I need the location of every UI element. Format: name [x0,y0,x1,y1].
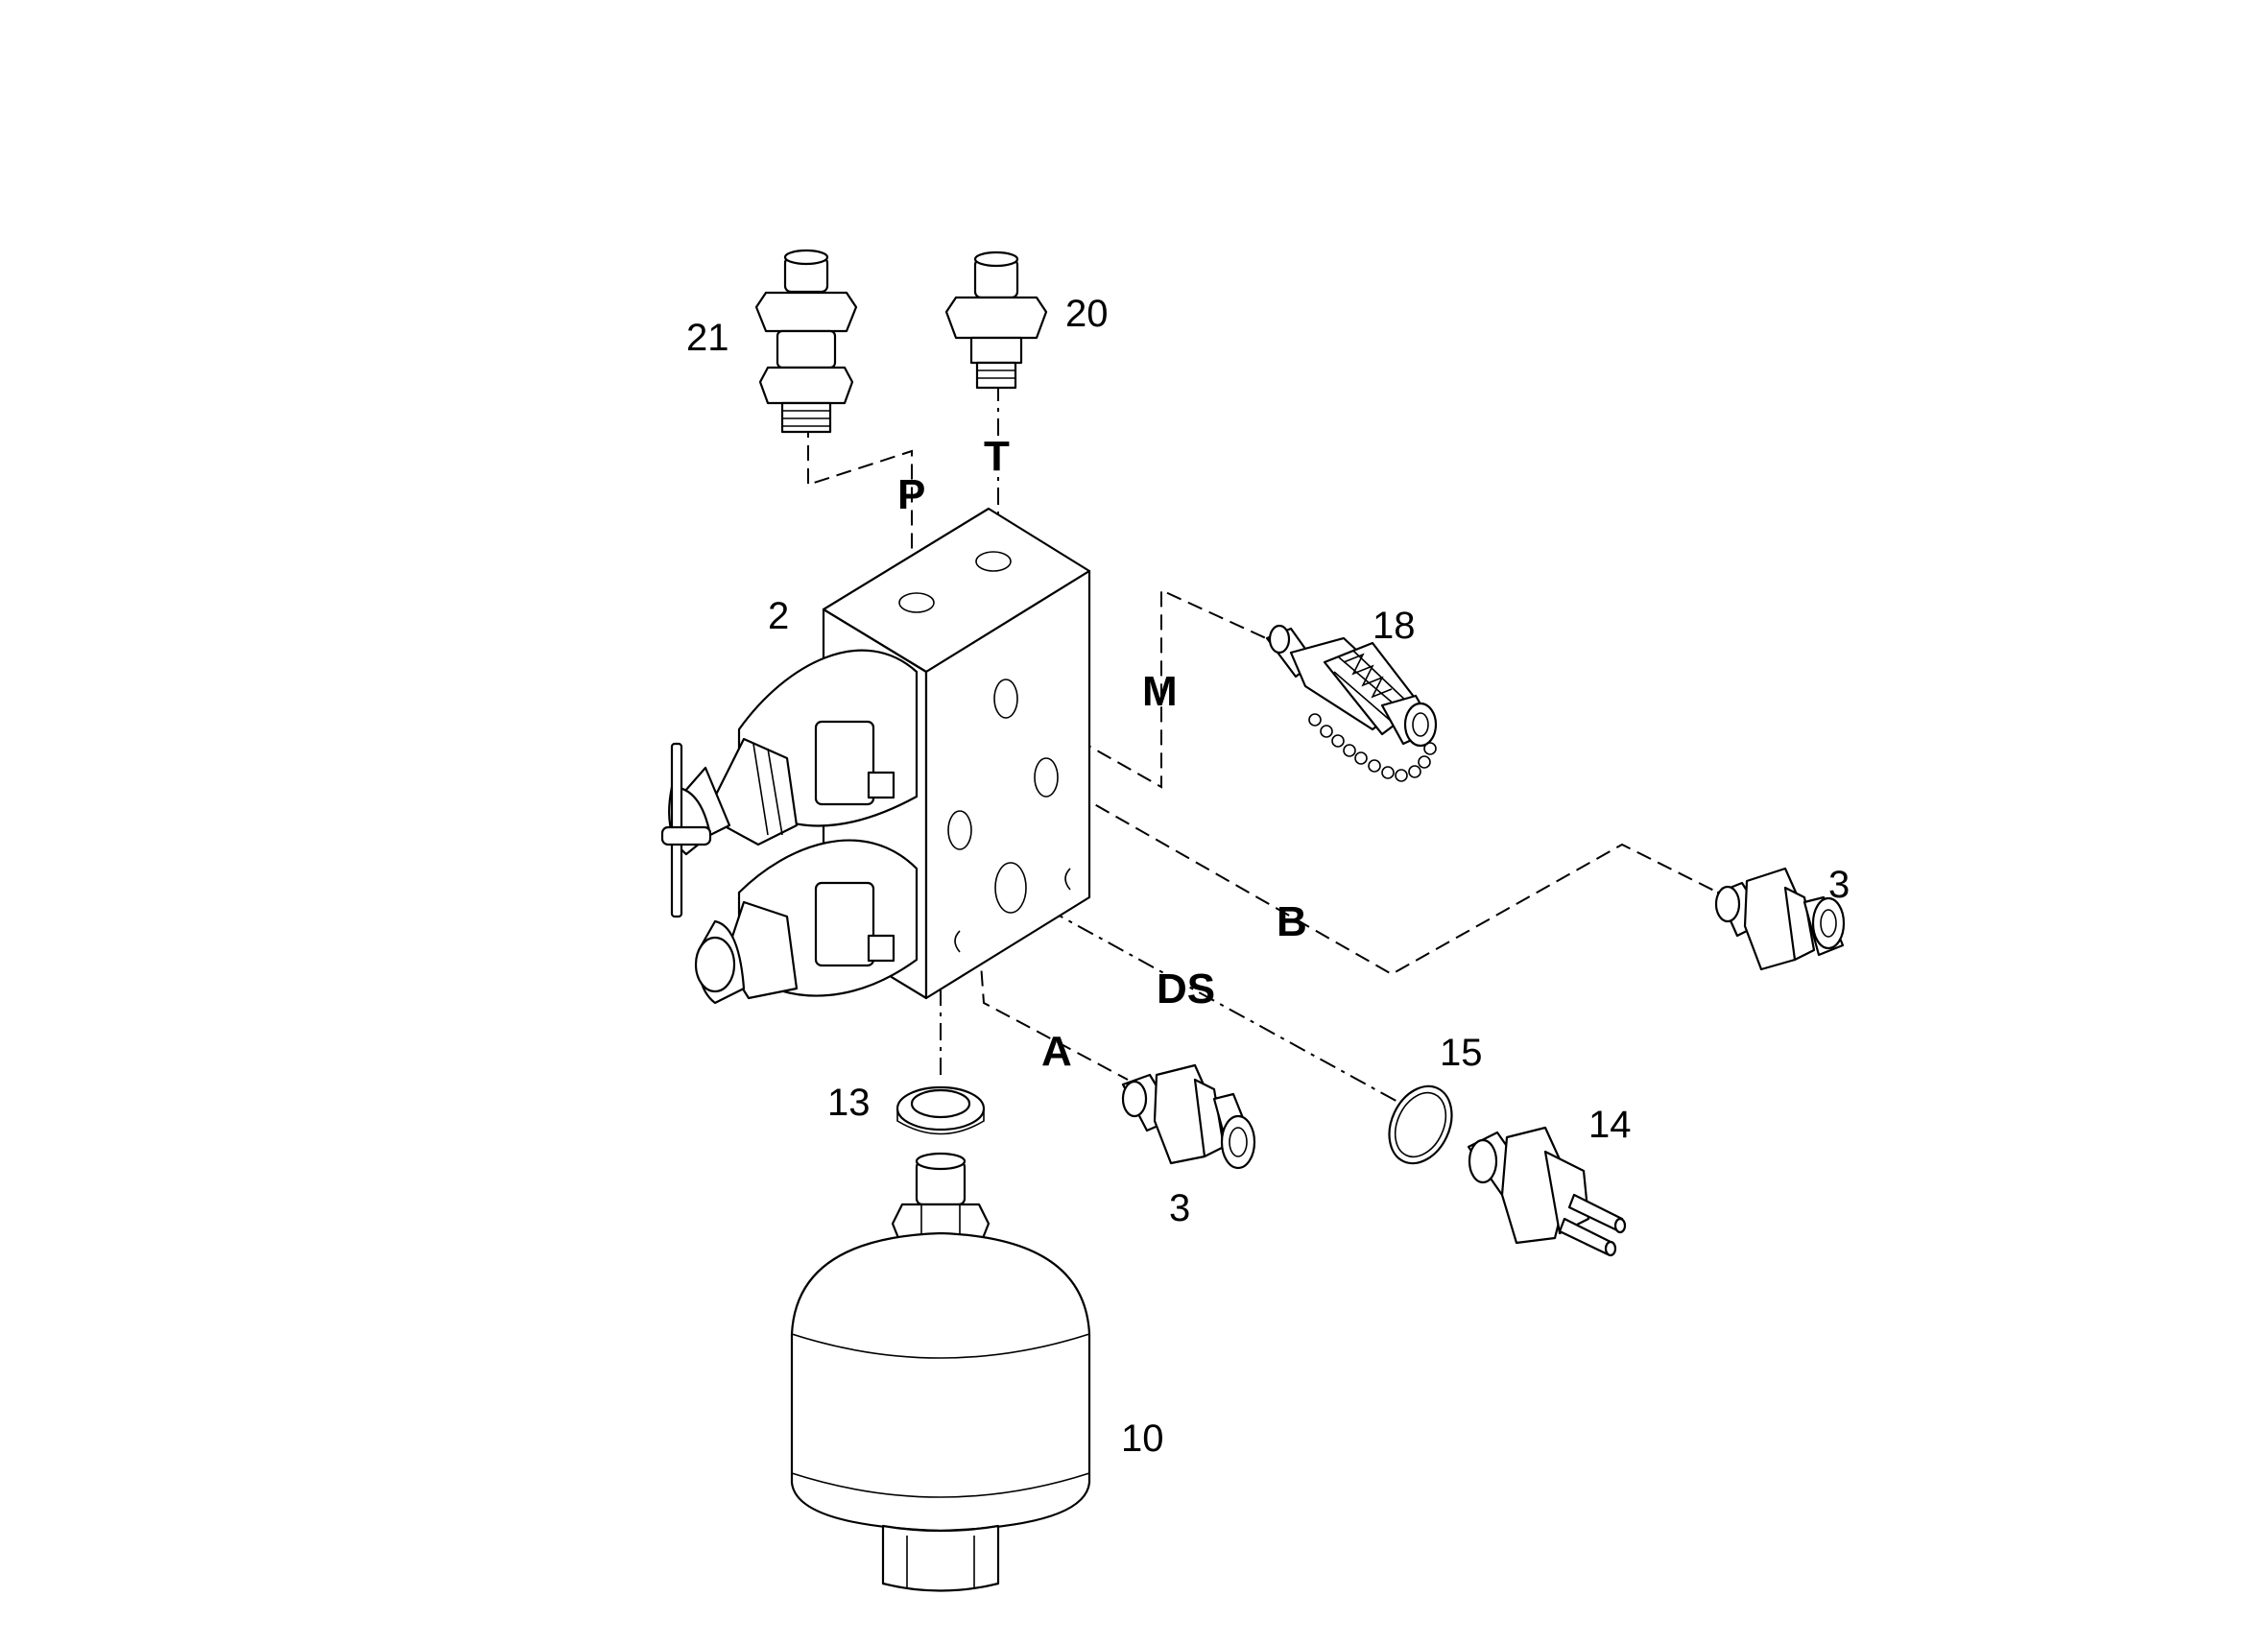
o-ring-15 [1388,1084,1453,1165]
fitting-3-lower [1121,1063,1256,1170]
leader-B-to-3 [1055,781,1729,976]
port-label-M: M [1142,668,1178,715]
callout-21: 21 [686,317,729,359]
port-label-T: T [984,433,1010,480]
callout-18: 18 [1373,605,1416,647]
leader-21-to-P [807,422,913,595]
port-label-P: P [897,471,925,518]
upper-solenoid [660,649,919,918]
callout-13: 13 [827,1082,871,1124]
leader-DS-to-15 [1016,892,1402,1105]
seal-ring-13 [895,1085,986,1135]
block-right-face [924,569,1091,1000]
callout-2: 2 [768,595,789,637]
lower-solenoid [694,839,919,1005]
accumulator-10 [790,1152,1091,1592]
fitting-21 [754,249,858,434]
quick-coupling-18 [1265,624,1438,782]
callout-3-lower: 3 [1169,1187,1190,1229]
fitting-20 [944,250,1048,390]
port-labels: P T M B DS A [897,433,1307,1075]
callout-10: 10 [1121,1418,1164,1460]
fitting-3-upper [1714,867,1846,971]
callout-numbers: 21 20 2 18 3 13 3 15 14 10 [686,293,1850,1460]
port-label-B: B [1277,898,1307,945]
pressure-switch-14 [1467,1126,1627,1257]
port-label-DS: DS [1157,965,1215,1013]
callout-20: 20 [1065,293,1109,335]
callout-15: 15 [1440,1032,1483,1074]
port-label-A: A [1041,1028,1072,1075]
callout-3-upper: 3 [1828,864,1850,906]
valve-block-2 [660,507,1091,1005]
callout-14: 14 [1588,1104,1632,1146]
